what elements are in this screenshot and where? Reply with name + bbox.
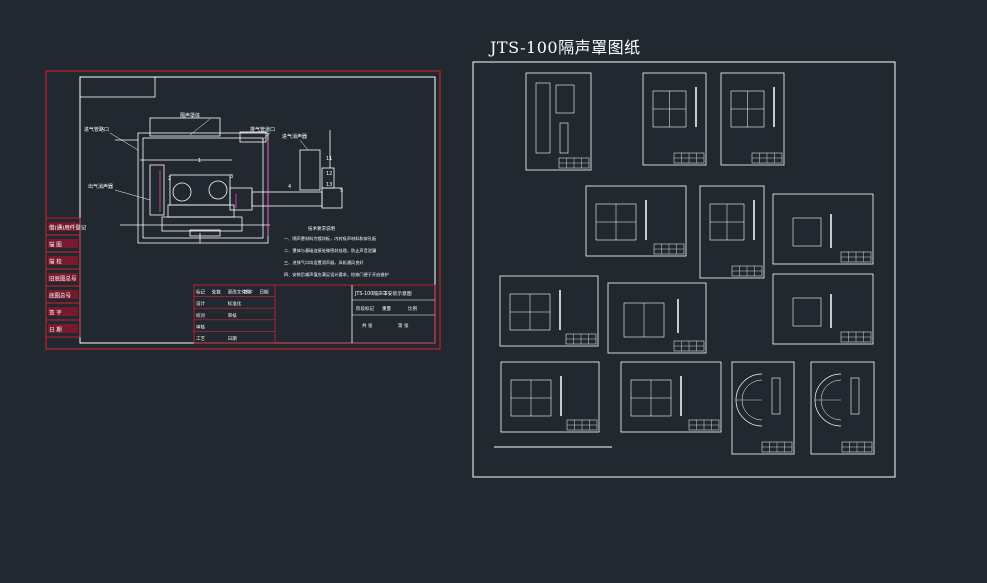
overview-border [472,61,896,478]
drawing-thumbnail [810,361,875,455]
title-block-cell: 校对 [196,312,205,319]
drawing-thumbnail [642,72,707,166]
drawing-name: JTS-100隔声罩安装示意图 [354,290,412,297]
note-line: 一、隔声罩材料为镀锌板，内衬吸声材料和穿孔板 [284,235,377,242]
drawing-thumbnail [620,361,722,433]
side-stamp-fill [48,324,78,333]
side-stamp-label: 签 字 [49,309,62,317]
title-block-cell: 阶段标记 [356,305,374,312]
title-block-cell: 第 张 [398,322,409,329]
title-block-cell: 审核 [228,312,237,319]
title-block: 标记处数更改文件号签字日期设计标准化校对审核审核工艺日期JTS-100隔声罩安装… [193,284,436,344]
title-block-cell: 共 张 [362,322,373,329]
technical-notes: 技术要求说明一、隔声罩材料为镀锌板，内衬吸声材料和穿孔板二、罩体与基础连接处做密… [284,225,389,278]
title-block-cell: 日期 [228,336,237,342]
side-stamp-label: 借(通)用件登记 [49,224,87,232]
outer-red-frame [45,70,441,350]
side-stamp-fill [48,239,78,248]
side-stamp-cell [45,319,81,338]
overview-sheet[interactable] [472,61,896,478]
callout-label: 进气管路口 [84,126,109,133]
leader-line [109,132,139,151]
part-number: 12 [326,171,332,177]
title-block-cell: 工艺 [196,336,205,342]
drawing-thumbnail [699,185,765,279]
inner-border [79,76,436,344]
title-block-cell: 签字 [244,289,253,296]
callout-label: 排气管道口 [250,126,275,133]
drawing-thumbnail [772,193,874,265]
title-block-cell: 比例 [408,305,417,312]
enclosure-drawing [115,117,343,244]
magenta-accent-lines [159,140,269,236]
title-block-cell: 处数 [212,289,221,296]
callout-label: 隔声罩体 [180,112,200,119]
title-block-frame [193,284,436,344]
drawing-thumbnail [731,361,795,455]
thumbnail-grid [499,72,875,455]
title-block-cell: 审核 [196,323,205,330]
drawing-thumbnail [525,72,592,171]
notes-heading: 技术要求说明 [308,225,335,232]
side-stamp-label: 描 图 [49,241,62,249]
side-stamp-fill [48,222,78,231]
leader-line [189,118,211,136]
callout-label: 进气消声器 [282,133,307,140]
part-number: 5 [340,188,343,194]
side-stamp-label: 底图总号 [49,292,72,300]
side-stamp-fill [48,256,78,265]
title-block-cell: 日期 [260,290,269,296]
drawing-thumbnail [607,282,707,354]
note-line: 二、罩体与基础连接处做密封处理，防止声音泄漏 [284,247,376,254]
note-line: 三、进排气口均设置消声器，风机通风良好 [284,259,364,266]
drawing-thumbnail [500,361,600,433]
title-block-cell: 设计 [196,300,205,307]
side-stamp-label: 日 期 [49,327,62,334]
side-stamp-label: 描 校 [49,258,62,266]
part-number: 3 [230,174,233,180]
leader-line [114,189,151,201]
sheet-title: JTS-100隔声罩图纸 [490,38,641,57]
title-block-cell: 标记 [196,289,205,296]
note-line: 四、安装后噪声值应满足设计要求，检修门便于开启维护 [284,271,389,278]
part-number: 13 [326,182,332,188]
callout-label: 出气消声器 [88,183,113,190]
title-block-cell: 标准化 [228,300,242,307]
drawing-thumbnail [772,273,874,345]
side-stamp-fill [48,273,78,282]
side-stamp-label: 旧底图总号 [49,275,77,283]
leader-line [299,139,309,151]
title-block-cell: 重量 [382,305,391,312]
part-number: 2 [168,176,171,182]
leader-line [261,132,271,141]
drawing-thumbnail [499,275,599,347]
side-stamp-fill [48,290,78,299]
drawing-thumbnail [720,72,785,166]
side-stamp-fill [48,307,78,316]
corner-label-block [79,76,156,98]
part-number: 1 [198,158,201,164]
part-number: 4 [288,184,291,190]
drawing-thumbnail [585,185,687,257]
part-number: 11 [326,156,332,162]
title-block-cell: 更改文件号 [228,289,251,296]
